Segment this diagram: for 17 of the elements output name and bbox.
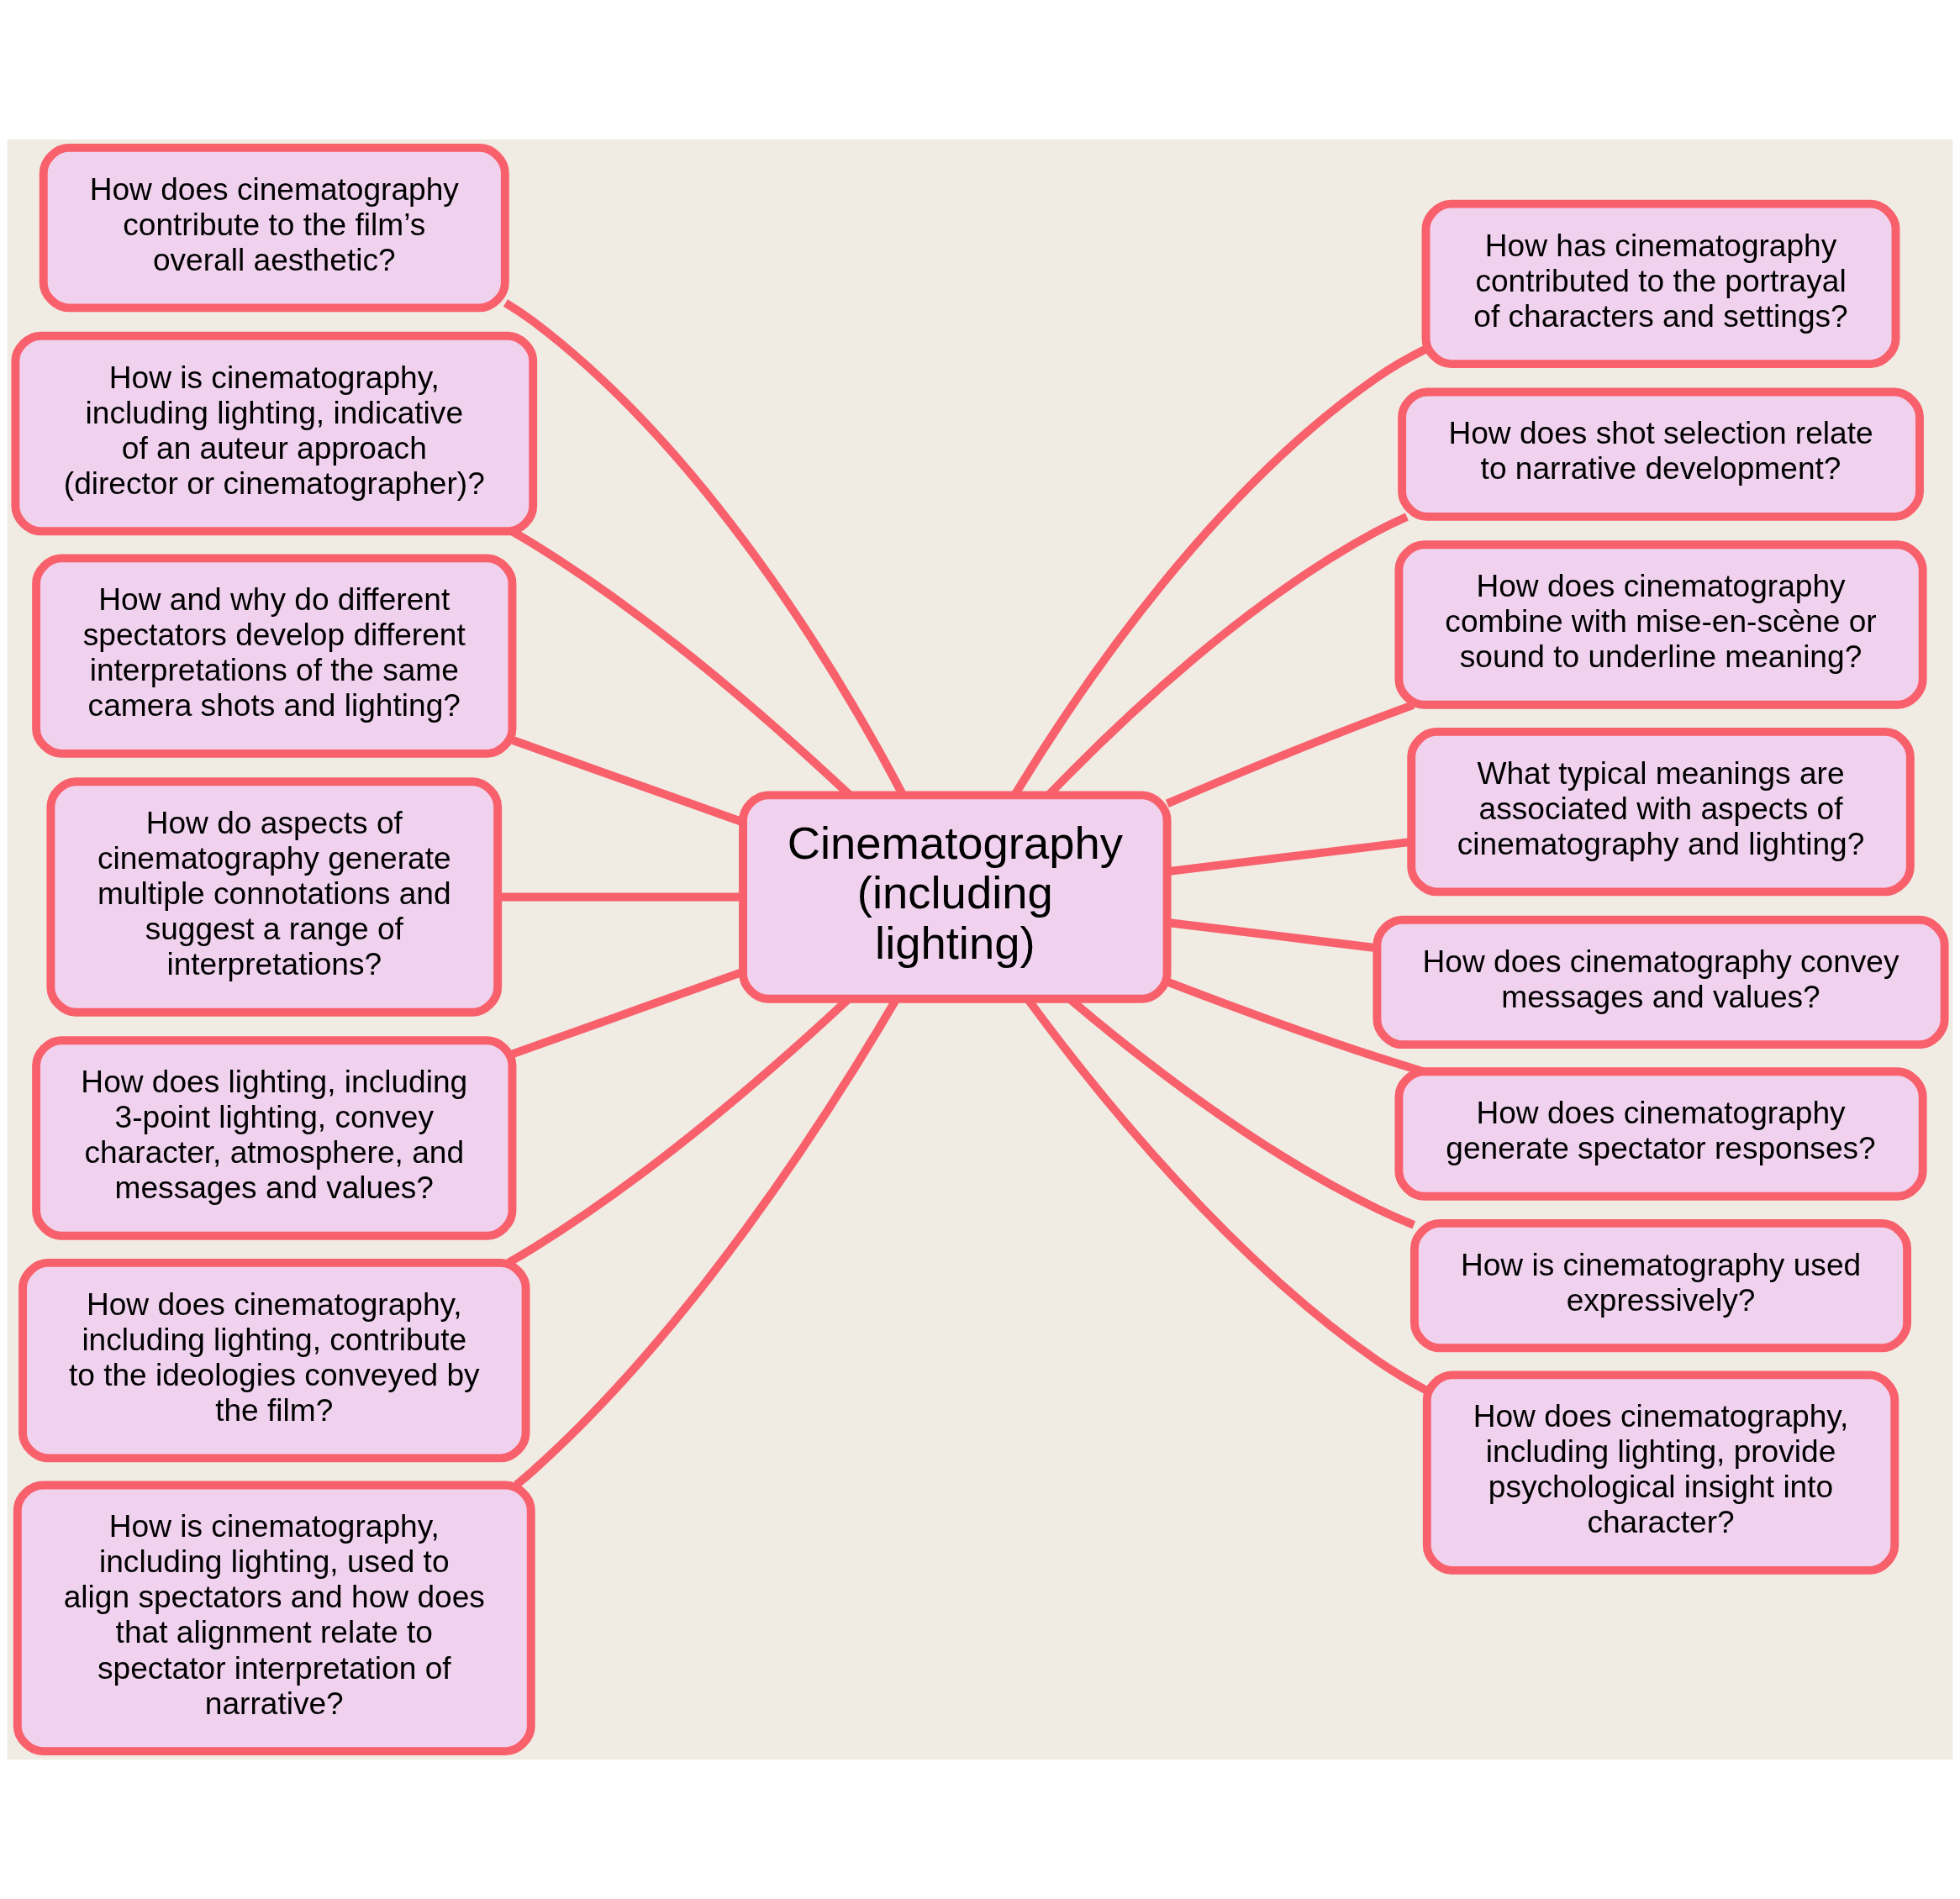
node-box: Cinematography (including lighting): [739, 791, 1172, 1003]
node-box: What typical meanings are associated with aspects of cinematography and lighting?: [1407, 727, 1915, 897]
node-box: How is cinematography, including lighting, used to align spectators and how does that alignment relate to spectator interpretation of narrative?: [13, 1481, 535, 1756]
node-box: How and why do different spectators develop different interpretations of the same camera shots and lighting?: [32, 554, 517, 758]
node-box: How does lighting, including 3-point lighting, convey character, atmosphere, and messages and values?: [32, 1036, 517, 1240]
node-box: How does cinematography, including lighting, contribute to the ideologies conveyed by the film?: [18, 1258, 530, 1463]
node-box: How does shot selection relate to narrative development?: [1398, 387, 1924, 521]
connector: [1165, 701, 1415, 807]
node-box: How does cinematography generate spectator responses?: [1394, 1067, 1927, 1201]
node-box: How has cinematography contributed to the portrayal of characters and settings?: [1421, 199, 1900, 369]
node-box: How does cinematography contribute to the film’s overall aesthetic?: [39, 143, 509, 313]
node-box: How does cinematography, including lighting, provide psychological insight into character?: [1422, 1370, 1899, 1575]
node-box: How do aspects of cinematography generate multiple connotations and suggest a range of interpretations?: [46, 777, 503, 1017]
node-box: How does cinematography convey messages and values?: [1373, 915, 1949, 1049]
node-box: How does cinematography combine with mise-en-scène or sound to underline meaning?: [1394, 540, 1927, 709]
node-box: How is cinematography used expressively?: [1410, 1218, 1912, 1353]
node-box: How is cinematography, including lighting, indicative of an auteur approach (director or cinematographer)?: [11, 331, 538, 536]
